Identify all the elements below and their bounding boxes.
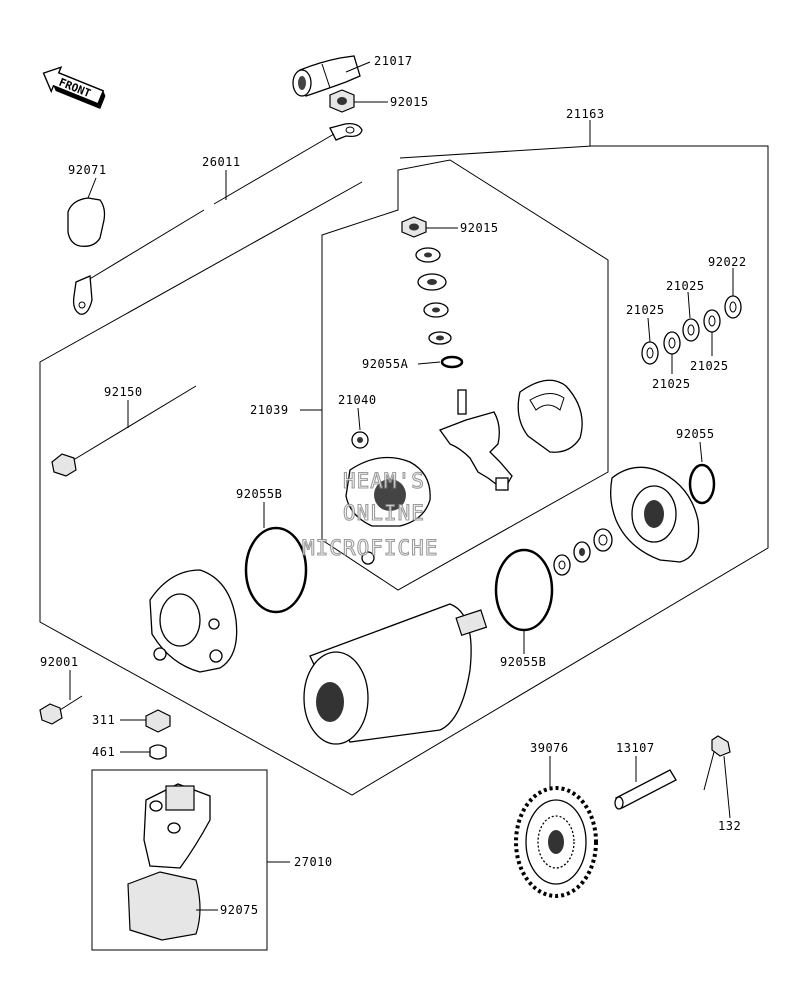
- nut-part: [329, 89, 355, 113]
- watermark-line-3: MICROFICHE: [302, 536, 438, 560]
- cap-part: [67, 197, 106, 247]
- boot-part: [292, 55, 361, 97]
- nut-small-part: [145, 709, 171, 733]
- watermark-line-2: ONLINE: [343, 501, 425, 525]
- label-21025-d: 21025: [652, 377, 691, 391]
- label-311: 311: [92, 713, 115, 727]
- solenoid-cover-part: [127, 871, 201, 941]
- label-92150: 92150: [104, 385, 143, 399]
- o-ring-left: [244, 526, 308, 614]
- label-92055: 92055: [676, 427, 715, 441]
- solenoid-part: [143, 783, 211, 869]
- gear-part: [514, 786, 598, 898]
- small-bolt-part: [703, 735, 731, 791]
- front-cover-part: [149, 569, 238, 673]
- outline-starter-assembly: [39, 145, 769, 796]
- o-ring-right: [494, 548, 554, 632]
- label-92055b-left: 92055B: [236, 487, 282, 501]
- bolt-part: [39, 695, 83, 725]
- label-21163: 21163: [566, 107, 605, 121]
- brush-holder-parts: [345, 379, 583, 565]
- label-21040: 21040: [338, 393, 377, 407]
- label-26011: 26011: [202, 155, 241, 169]
- rear-cover-part: [553, 466, 700, 576]
- label-92055b-right: 92055B: [500, 655, 546, 669]
- label-92075: 92075: [220, 903, 259, 917]
- label-132: 132: [718, 819, 741, 833]
- shim-washers: [641, 295, 742, 365]
- label-27010: 27010: [294, 855, 333, 869]
- part-labels: 21017 92015 21163 92071 26011 92015 9202…: [40, 54, 747, 917]
- shaft-part: [614, 769, 677, 810]
- label-92055a: 92055A: [362, 357, 409, 371]
- label-92015-mid: 92015: [460, 221, 499, 235]
- label-21017: 21017: [374, 54, 413, 68]
- label-21025-a: 21025: [666, 279, 705, 293]
- label-21025-c: 21025: [690, 359, 729, 373]
- label-461: 461: [92, 745, 115, 759]
- label-13107: 13107: [616, 741, 655, 755]
- long-bolt-part: [51, 385, 197, 477]
- label-39076: 39076: [530, 741, 569, 755]
- watermark-line-1: HEAM'S: [343, 469, 425, 493]
- label-92001: 92001: [40, 655, 79, 669]
- label-92015-top: 92015: [390, 95, 429, 109]
- cable-part: [72, 122, 363, 315]
- o-ring-small: [688, 463, 716, 505]
- motor-part: [303, 603, 488, 745]
- lock-washer-part: [149, 744, 167, 760]
- leader-lines: [69, 61, 734, 911]
- label-92071: 92071: [68, 163, 107, 177]
- label-92022: 92022: [708, 255, 747, 269]
- outline-solenoid-box: [91, 769, 268, 951]
- label-21025-b: 21025: [626, 303, 665, 317]
- outline-brush-holder: [321, 159, 609, 591]
- nut-washer-stack: [401, 216, 464, 369]
- label-21039: 21039: [250, 403, 289, 417]
- front-arrow-icon: FRONT: [42, 66, 106, 109]
